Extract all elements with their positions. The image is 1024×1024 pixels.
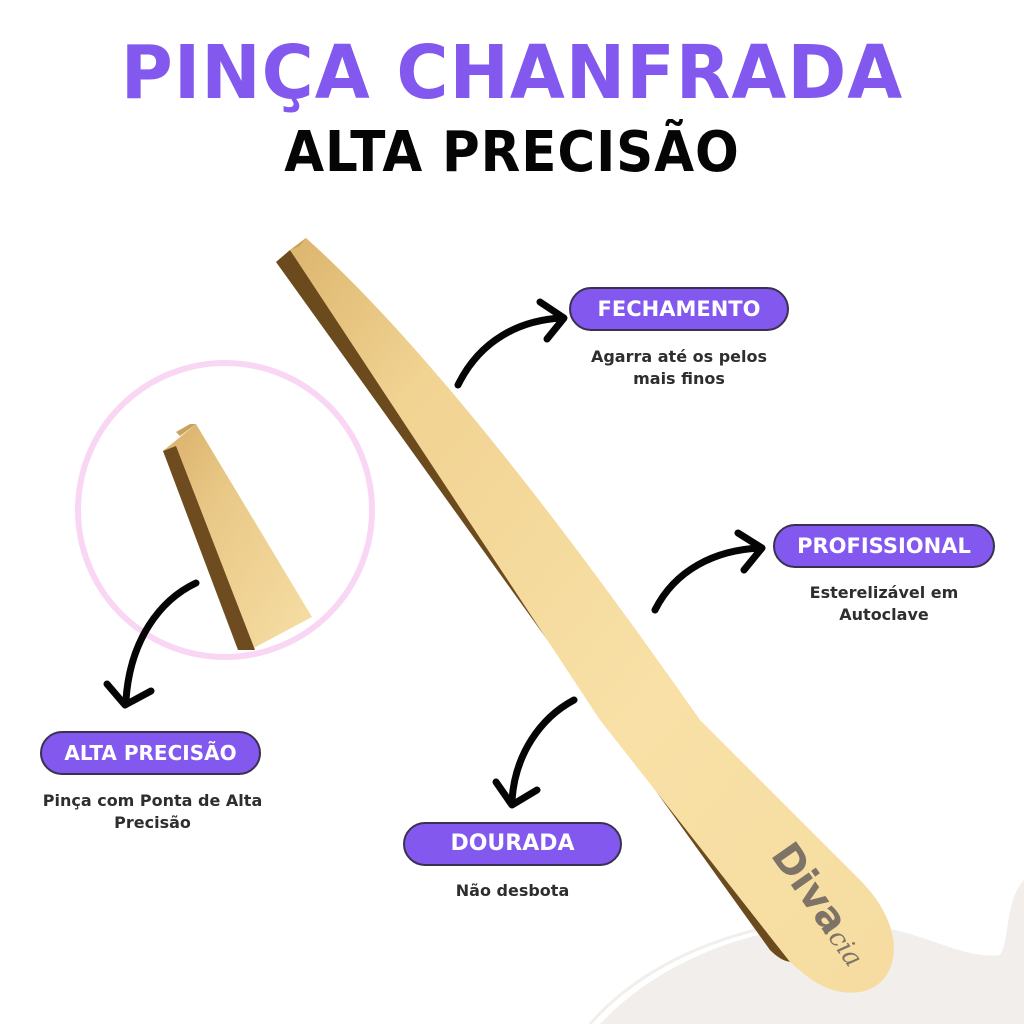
curved-arrow-down-icon <box>492 696 578 809</box>
badge-profissional: PROFISSIONAL <box>773 524 995 568</box>
badge-label: PROFISSIONAL <box>797 534 971 558</box>
badge-dourada: DOURADA <box>403 822 622 866</box>
badge-alta-precisao: ALTA PRECISÃO <box>40 731 261 775</box>
description-line: mais finos <box>633 369 725 388</box>
curved-arrow-right-icon <box>651 529 766 614</box>
badge-label: FECHAMENTO <box>597 297 761 321</box>
description-line: Pinça com Ponta de Alta <box>42 791 263 810</box>
description-dourada: Não desbota <box>400 880 625 902</box>
badge-label: DOURADA <box>450 831 575 856</box>
badge-label: ALTA PRECISÃO <box>64 741 237 765</box>
description-fechamento: Agarra até os pelos mais finos <box>560 346 798 390</box>
description-line: Esterelizável em <box>809 583 959 602</box>
page-subtitle: ALTA PRECISÃO <box>284 120 740 185</box>
description-line: Agarra até os pelos <box>590 347 768 366</box>
description-alta-precisao: Pinça com Ponta de Alta Precisão <box>20 790 285 834</box>
page-title: PINÇA CHANFRADA <box>120 30 904 116</box>
description-line: Não desbota <box>455 881 570 900</box>
curved-arrow-down-icon <box>103 579 200 709</box>
description-profissional: Esterelizável em Autoclave <box>770 582 998 626</box>
badge-fechamento: FECHAMENTO <box>569 287 789 331</box>
curved-arrow-right-icon <box>454 298 568 389</box>
description-line: Precisão <box>114 813 191 832</box>
description-line: Autoclave <box>839 605 929 624</box>
